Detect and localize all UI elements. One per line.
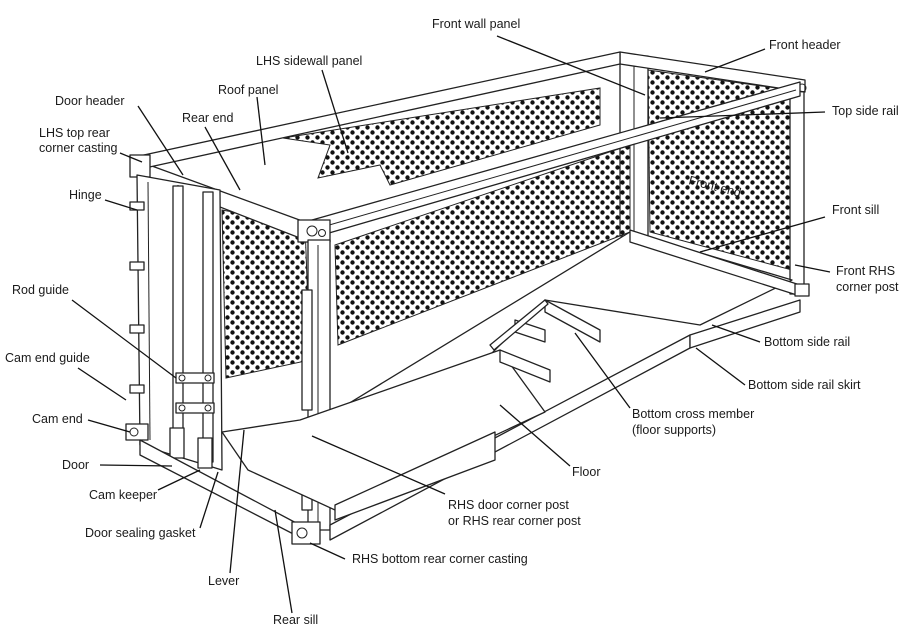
label-bottom-cross-member: Bottom cross member [632, 407, 754, 421]
bottom-cross-members [489, 299, 601, 383]
rod-guide-set [169, 372, 215, 469]
label-rear-end: Rear end [182, 111, 233, 125]
label-cam-end: Cam end [32, 412, 83, 426]
label-rear-sill: Rear sill [273, 613, 318, 627]
container-door [136, 174, 223, 471]
label-bottom-side-rail: Bottom side rail [764, 335, 850, 349]
label-lhs-top-rear-corner-casting-2: corner casting [39, 141, 118, 155]
label-door: Door [62, 458, 89, 472]
label-rhs-door-corner-post: RHS door corner post [448, 498, 569, 512]
front-sill [629, 229, 810, 297]
label-front-wall-panel: Front wall panel [432, 17, 520, 31]
label-bottom-cross-member-2: (floor supports) [632, 423, 716, 437]
label-front-rhs-corner-post-2: corner post [836, 280, 899, 294]
leader-lines [71, 35, 831, 614]
label-cam-end-guide: Cam end guide [5, 351, 90, 365]
hinge-set [129, 201, 145, 394]
label-lhs-sidewall-panel: LHS sidewall panel [256, 54, 362, 68]
floor-cutaway [221, 349, 546, 521]
callout-labels: Front wall panel Front header LHS sidewa… [5, 17, 899, 627]
label-hinge: Hinge [69, 188, 102, 202]
label-rhs-door-corner-post-2: or RHS rear corner post [448, 514, 581, 528]
label-front-header: Front header [769, 38, 841, 52]
label-cam-keeper: Cam keeper [89, 488, 157, 502]
label-lever: Lever [208, 574, 239, 588]
label-front-rhs-corner-post: Front RHS [836, 264, 895, 278]
label-lhs-top-rear-corner-casting: LHS top rear [39, 126, 110, 140]
label-floor: Floor [572, 465, 600, 479]
label-bottom-side-rail-skirt: Bottom side rail skirt [748, 378, 861, 392]
label-door-header: Door header [55, 94, 125, 108]
label-front-sill: Front sill [832, 203, 879, 217]
label-door-sealing-gasket: Door sealing gasket [85, 526, 196, 540]
label-rod-guide: Rod guide [12, 283, 69, 297]
label-roof-panel: Roof panel [218, 83, 278, 97]
label-top-side-rail: Top side rail [832, 104, 899, 118]
roof-panel-cut [282, 87, 601, 186]
label-rhs-bottom-rear-corner-casting: RHS bottom rear corner casting [352, 552, 528, 566]
